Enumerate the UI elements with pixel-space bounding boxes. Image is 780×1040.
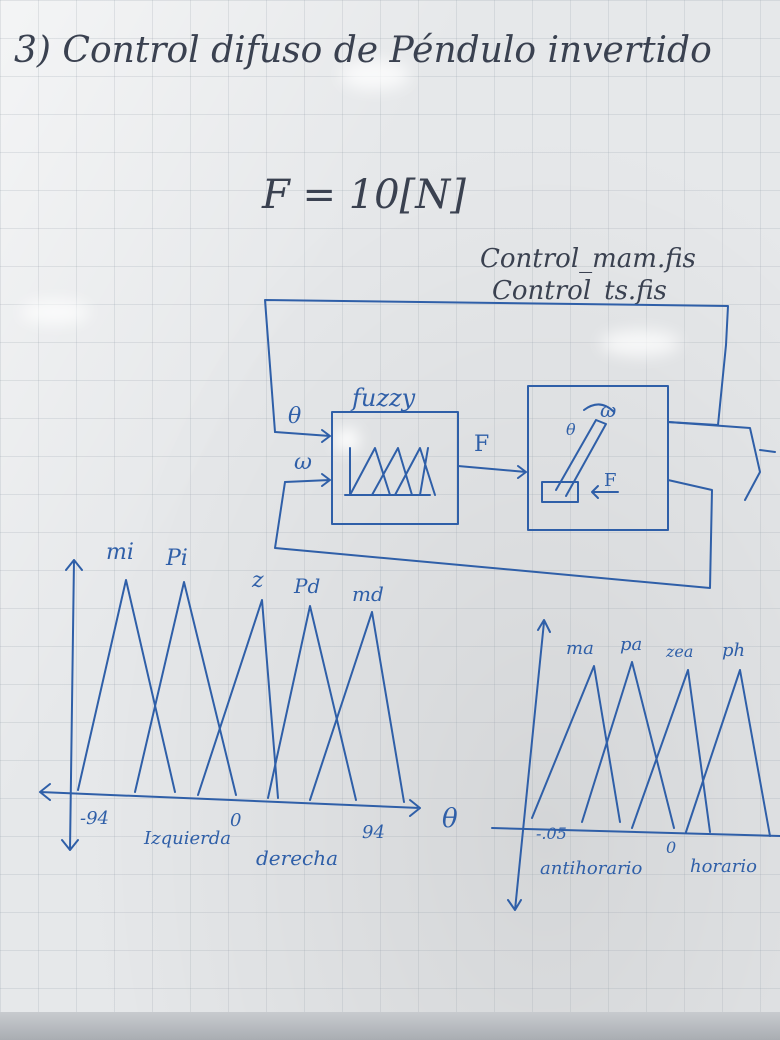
marker-tray bbox=[0, 1012, 780, 1040]
light-glare bbox=[20, 300, 90, 324]
theta-mf-pi bbox=[134, 581, 237, 796]
theta-axis bbox=[39, 783, 421, 817]
theta-mf-mi bbox=[77, 579, 176, 793]
theta-input-label: θ bbox=[288, 404, 302, 429]
omega-region-right: horario bbox=[690, 856, 757, 877]
force-equation: F = 10[N] bbox=[262, 172, 466, 218]
theta-mf-md bbox=[309, 611, 405, 803]
omega-mf-pa bbox=[581, 661, 675, 829]
plant-theta-label: θ bbox=[566, 420, 576, 439]
omega-mf-zea bbox=[631, 669, 711, 833]
output-branch bbox=[667, 421, 776, 501]
theta-axis-label: θ bbox=[442, 804, 458, 834]
force-output-arrow bbox=[457, 465, 527, 479]
omega-mf-ma bbox=[531, 665, 621, 823]
fuzzy-block bbox=[331, 411, 459, 525]
feedback-loop-omega bbox=[274, 479, 713, 589]
theta-set-pi: Pi bbox=[166, 546, 188, 571]
file-name-ts: Control_ts.fis bbox=[492, 276, 667, 306]
omega-mf-ph bbox=[685, 669, 771, 837]
plant-force-label: F bbox=[604, 470, 617, 491]
omega-input-arrow bbox=[284, 473, 331, 487]
theta-region-left: Izquierda bbox=[144, 828, 231, 849]
omega-tick-zero: 0 bbox=[666, 838, 677, 857]
omega-vertical-axis bbox=[507, 619, 551, 911]
theta-mf-pd bbox=[267, 605, 357, 801]
cart bbox=[541, 481, 579, 503]
force-signal-label: F bbox=[474, 432, 490, 457]
plant-omega-label: ω bbox=[600, 398, 617, 422]
theta-vertical-axis bbox=[61, 559, 83, 851]
theta-tick-zero: 0 bbox=[230, 810, 242, 831]
board-title: 3) Control difuso de Péndulo invertido bbox=[14, 30, 712, 71]
theta-set-mi: mi bbox=[106, 540, 134, 565]
theta-region-right: derecha bbox=[256, 846, 339, 870]
theta-input-arrow bbox=[274, 429, 331, 443]
omega-region-left: antihorario bbox=[540, 858, 643, 879]
omega-rotation-arrow bbox=[583, 403, 615, 413]
theta-set-z: z bbox=[252, 568, 264, 593]
omega-input-label: ω bbox=[294, 450, 312, 475]
fuzzy-label: fuzzy bbox=[352, 384, 416, 412]
theta-mf-z bbox=[197, 599, 279, 799]
light-glare bbox=[600, 330, 680, 356]
plant-block bbox=[527, 385, 669, 531]
omega-tick-min: -.05 bbox=[536, 824, 567, 843]
theta-set-pd: Pd bbox=[294, 574, 321, 598]
theta-tick-max: 94 bbox=[362, 822, 385, 843]
omega-set-ma: ma bbox=[566, 638, 594, 659]
light-glare bbox=[335, 428, 359, 452]
file-name-mamdani: Control_mam.fis bbox=[480, 244, 696, 274]
membership-sketch bbox=[344, 447, 436, 496]
light-glare bbox=[340, 60, 410, 90]
omega-set-pa: pa bbox=[620, 634, 643, 655]
omega-set-zea: zea bbox=[666, 642, 694, 661]
force-on-cart-arrow bbox=[591, 485, 619, 499]
theta-tick-min: -94 bbox=[80, 808, 109, 829]
theta-set-md: md bbox=[352, 582, 384, 606]
omega-set-ph: ph bbox=[722, 640, 746, 661]
omega-axis bbox=[491, 827, 780, 837]
pendulum-rod bbox=[555, 419, 607, 497]
